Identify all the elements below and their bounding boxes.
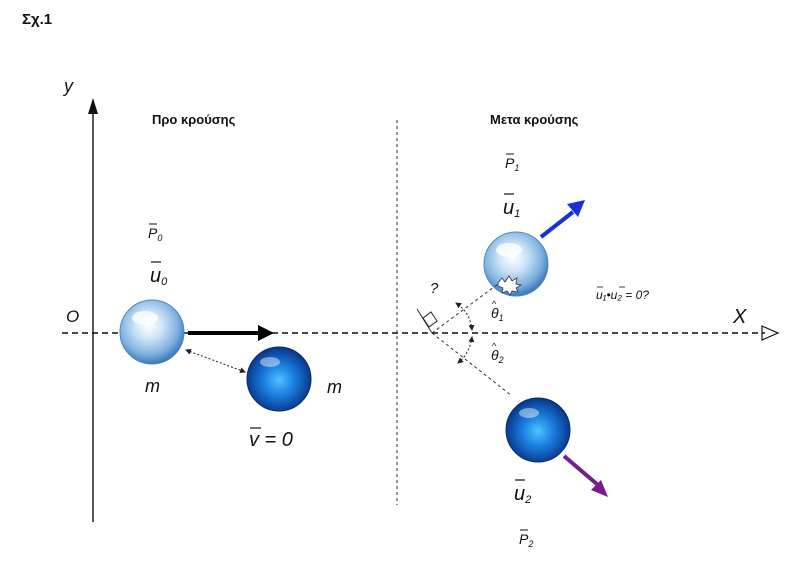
velocity-u1-label: u1 xyxy=(503,193,520,220)
velocity-u0-label: u0 xyxy=(150,261,168,288)
svg-text:v = 0: v = 0 xyxy=(249,429,293,451)
arrow-u1-head xyxy=(567,200,585,217)
arrow-u2 xyxy=(562,454,600,487)
ball-incident-after xyxy=(483,231,549,297)
arrow-u0-head xyxy=(258,325,274,341)
velocity-target-label: v = 0 xyxy=(249,427,293,451)
x-axis-label: X xyxy=(732,306,747,328)
svg-text:θ2: θ2 xyxy=(491,347,504,365)
mass-label-1: m xyxy=(145,376,160,396)
origin-label: O xyxy=(66,307,79,326)
figure-caption: Σχ.1 xyxy=(22,11,52,28)
ball-target-after xyxy=(505,397,571,463)
momentum-p1-label: P1 xyxy=(505,153,519,173)
svg-text:P2: P2 xyxy=(519,531,533,549)
right-angle-question: ? xyxy=(430,280,439,297)
right-angle-mark xyxy=(422,311,438,328)
after-collision-title: Μετα κρούσης xyxy=(490,112,579,127)
svg-text:P1: P1 xyxy=(505,155,519,173)
svg-text:u₁•u₂ = 0?: u₁•u₂ = 0? xyxy=(596,288,649,302)
impact-mark xyxy=(497,275,523,296)
ball-incident xyxy=(119,299,185,365)
svg-text:^: ^ xyxy=(492,341,497,351)
mass-label-2: m xyxy=(327,377,342,397)
y-axis-label: y xyxy=(62,76,74,96)
x-axis-arrowhead xyxy=(761,325,780,341)
direction-line-2 xyxy=(431,332,513,397)
svg-text:u0: u0 xyxy=(150,265,168,288)
dot-product-label: u₁•u₂ = 0? xyxy=(596,286,649,302)
arrow-u1 xyxy=(539,210,575,239)
ball-target xyxy=(246,346,312,412)
contact-line xyxy=(185,348,246,374)
momentum-p0-label: P0 xyxy=(148,223,162,243)
theta-2-label: θ2 ^ xyxy=(491,341,504,365)
before-collision-title: Προ κρούσης xyxy=(152,112,236,127)
direction-line-1 xyxy=(431,283,499,334)
velocity-u2-label: u2 xyxy=(514,479,531,506)
svg-text:θ1: θ1 xyxy=(491,305,504,323)
svg-text:P0: P0 xyxy=(148,225,162,243)
theta-1-arc xyxy=(455,302,475,331)
svg-text:^: ^ xyxy=(492,299,497,309)
y-axis-arrowhead xyxy=(88,98,98,114)
theta-1-label: θ1 ^ xyxy=(491,299,504,323)
svg-text:u2: u2 xyxy=(514,483,531,506)
arrow-u2-head xyxy=(591,480,608,497)
momentum-p2-label: P2 xyxy=(519,529,533,549)
svg-text:u1: u1 xyxy=(503,197,520,220)
